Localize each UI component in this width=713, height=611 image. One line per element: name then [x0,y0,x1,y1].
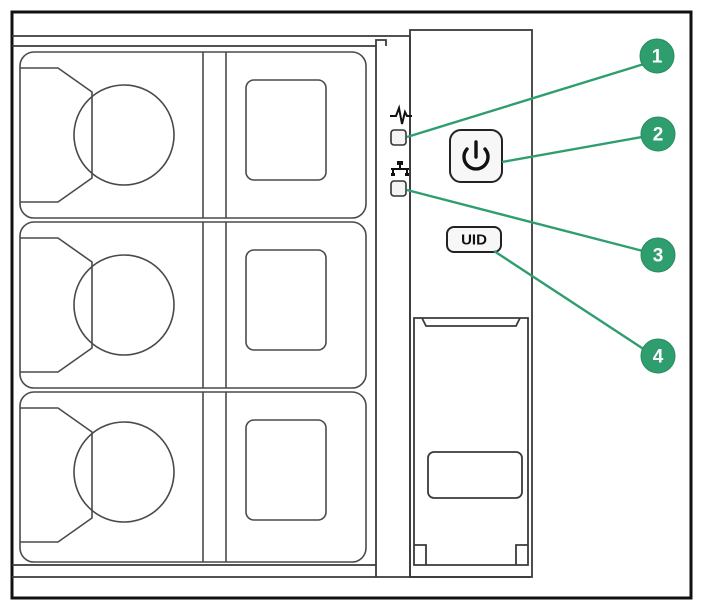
outer-frame [10,10,693,600]
uid-button[interactable]: UID [446,226,502,253]
drive-bay-2 [19,221,367,389]
callout-4: 4 [640,338,676,374]
callout-3-leader [406,188,644,253]
svg-text:3: 3 [653,246,664,267]
network-icon [391,161,409,176]
power-icon [462,140,490,171]
callout-2-leader [501,135,643,164]
svg-text:4: 4 [653,347,664,368]
svg-text:2: 2 [653,125,664,146]
drive-bay-3 [19,391,367,563]
heartbeat-icon [390,104,412,125]
drive-bay-3-circle [73,421,175,523]
callout-2: 2 [640,116,676,152]
callout-1: 1 [639,38,675,74]
svg-text:1: 1 [652,47,663,68]
callout-4-leader [493,249,646,352]
callout-1-leader [406,62,645,139]
control-panel-ear [409,29,533,578]
callout-3: 3 [640,237,676,273]
drive-bay-1 [19,51,367,219]
drive-bay-1-circle [73,84,175,186]
power-button[interactable] [449,129,503,183]
uid-button-label: UID [461,232,487,249]
drive-bay-2-circle [73,254,175,356]
health-led [390,129,407,146]
pull-tab [427,451,523,499]
nic-led [390,180,407,197]
